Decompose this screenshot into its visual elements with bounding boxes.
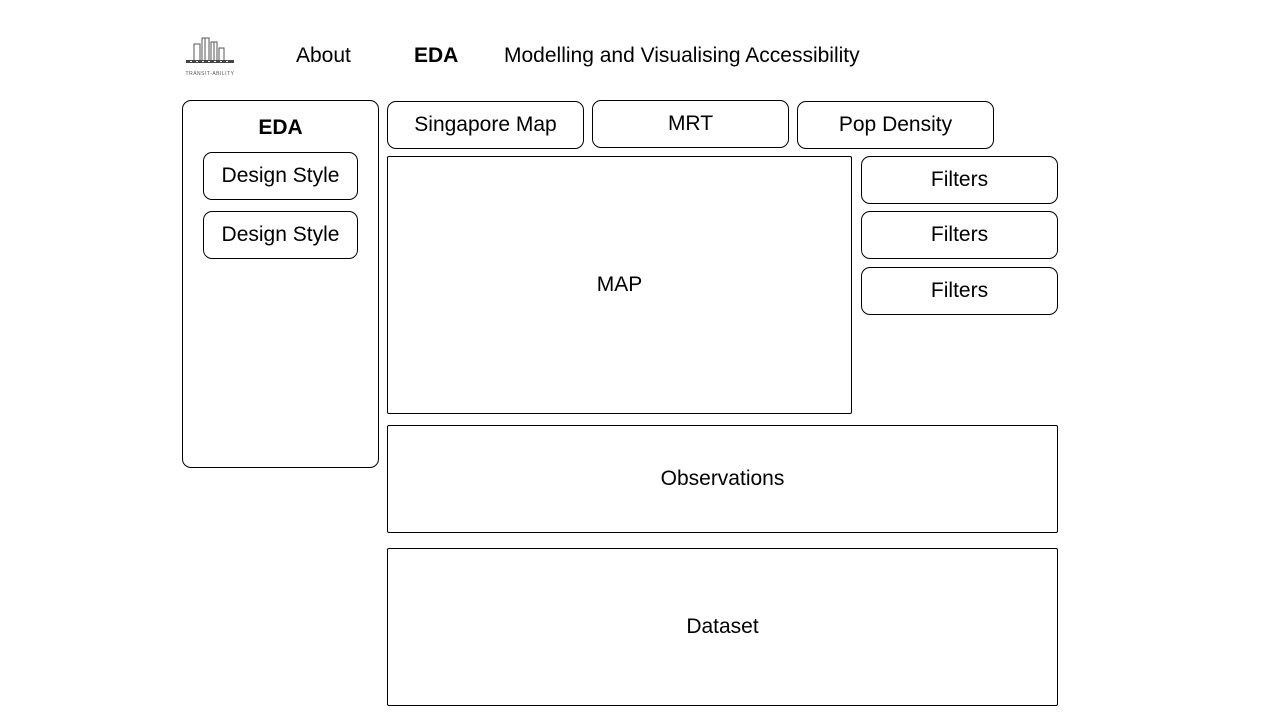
tab-mrt[interactable]: MRT xyxy=(592,100,789,148)
tab-singapore-map[interactable]: Singapore Map xyxy=(387,101,584,149)
nav-about[interactable]: About xyxy=(296,44,351,67)
tab-pop-density[interactable]: Pop Density xyxy=(797,101,994,149)
filters-button[interactable]: Filters xyxy=(861,267,1058,315)
city-skyline-icon xyxy=(186,37,234,63)
sidebar-title: EDA xyxy=(258,116,303,139)
observations-label: Observations xyxy=(660,467,785,490)
nav-eda[interactable]: EDA xyxy=(414,44,459,67)
nav-modelling[interactable]: Modelling and Visualising Accessibility xyxy=(504,44,860,67)
filters-button[interactable]: Filters xyxy=(861,156,1058,204)
design-style-button[interactable]: Design Style xyxy=(203,152,358,200)
filters-button[interactable]: Filters xyxy=(861,211,1058,259)
map-panel[interactable]: MAP xyxy=(387,156,852,414)
dataset-label: Dataset xyxy=(686,615,759,638)
design-style-button[interactable]: Design Style xyxy=(203,211,358,259)
sidebar: EDA Design Style Design Style xyxy=(182,100,379,468)
transit-ability-logo[interactable]: TRANSIT-ABILITY xyxy=(184,36,236,80)
logo-text: TRANSIT-ABILITY xyxy=(185,71,235,77)
observations-panel: Observations xyxy=(387,425,1058,533)
dataset-panel[interactable]: Dataset xyxy=(387,548,1058,706)
map-label: MAP xyxy=(596,273,643,296)
